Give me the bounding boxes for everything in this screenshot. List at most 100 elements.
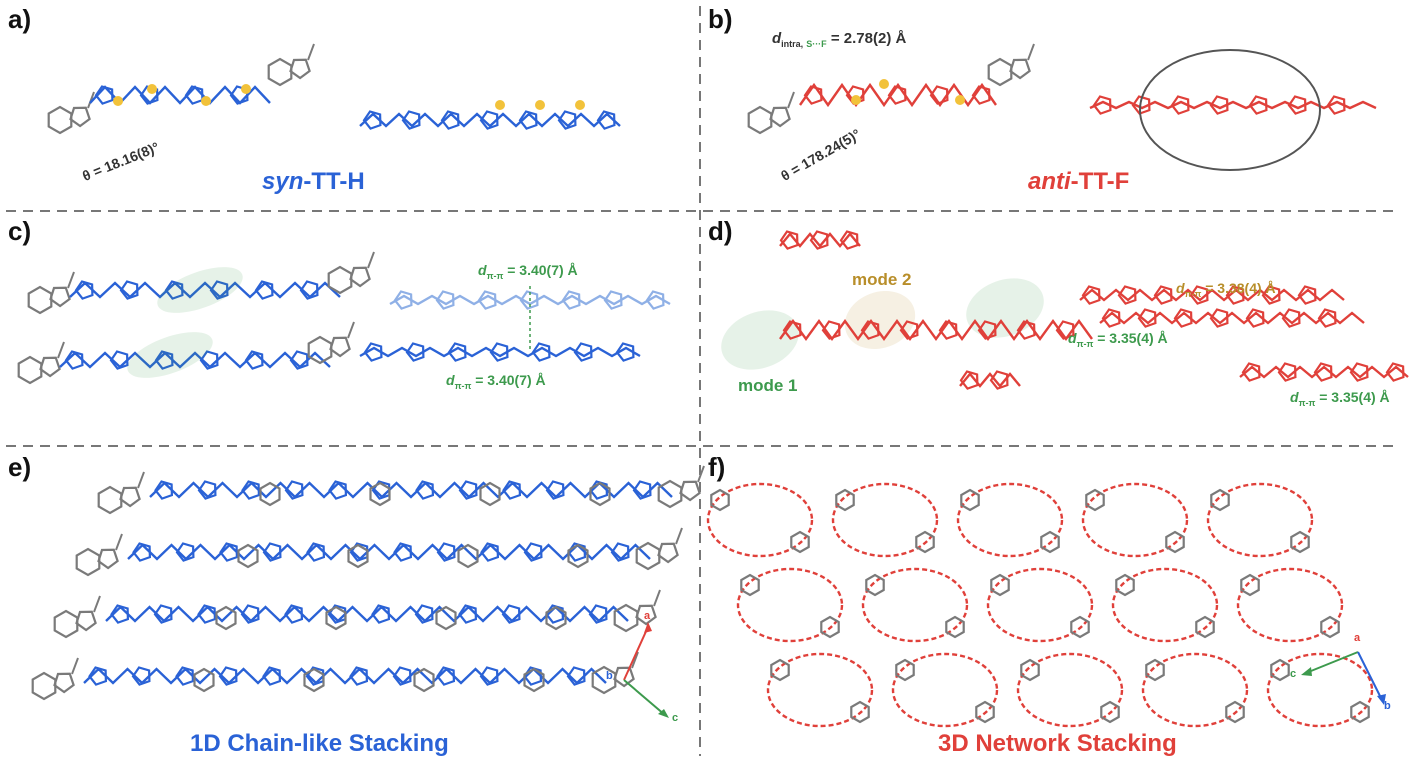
panel-c-top-chain [69, 281, 341, 299]
panel-e-row-0-chain-ring-4 [197, 480, 217, 500]
panel-f-loop-1-0 [736, 567, 844, 643]
panel-a-side-view-ring-16 [557, 110, 577, 130]
panel-e-row-2-end-left-ring [53, 609, 79, 639]
panel-e-row-0-chain-ring-13 [328, 480, 348, 500]
panel-c-bottom-end-left-pentagon [39, 356, 61, 378]
panel-b-end-left-pentagon [769, 106, 791, 128]
panel-d-arm-bottom [959, 372, 1021, 388]
panel-label-f: f) [708, 452, 726, 482]
panel-f-loop-0-1 [831, 482, 939, 558]
panel-e-row-0-end-left-ring [97, 485, 123, 515]
panel-f-core-b-0-4 [1290, 530, 1310, 554]
panel-a-end-left-pentagon [69, 106, 91, 128]
panel-b-backbone-ring-7 [887, 85, 907, 105]
panel-b-end-left-ring [747, 105, 773, 135]
panel-a-side-view-ring-4 [401, 110, 421, 130]
panel-e-row-0-chain-ring-7 [241, 480, 261, 500]
panel-e-row-1-end-left-pentagon [97, 548, 119, 570]
panel-e-row-2-core-0 [215, 605, 237, 631]
panel-e-row-0-chain-ring-25 [502, 480, 522, 500]
panel-b-backbone-ring-13 [971, 85, 991, 105]
panel-f-core-a-2-0 [770, 658, 790, 682]
panel-e-row-3-chain-ring-34 [566, 666, 586, 686]
panel-a-backbone-ring-7 [184, 85, 204, 105]
panel-f-loop-1-3 [1111, 567, 1219, 643]
panel-d-main-chain [779, 318, 1093, 342]
panel-f-core-a-1-1 [865, 573, 885, 597]
panel-d-stack-bottom-ring-10 [1349, 362, 1369, 382]
panel-c-bottom-end-left-bond [57, 341, 65, 359]
panel-f-core-a-1-0 [740, 573, 760, 597]
panel-c-glow-top [157, 267, 243, 313]
panel-c-bottom-chain-ring-16 [289, 350, 309, 370]
axis-triad-f [1301, 651, 1386, 705]
panel-c-top-end-right-ring [327, 265, 353, 295]
panel-e-row-3-core-2 [413, 667, 435, 693]
panel-c-top-end-left-pentagon [49, 286, 71, 308]
panel-a-side-view-ring-1 [362, 110, 382, 130]
panel-a-sulfur-1 [147, 84, 157, 94]
pi-pi-distance-gold: dπ-π = 3.38(4) Å [1176, 280, 1276, 299]
mode-1-label: mode 1 [738, 376, 798, 395]
panel-c-pair-upper-ring-13 [561, 290, 581, 310]
panel-f-loop-0-0 [706, 482, 814, 558]
panel-e-row-1-chain-ring-22 [436, 542, 456, 562]
panel-a-side-view [359, 112, 621, 128]
panel-f-core-b-2-4 [1350, 700, 1370, 724]
panel-f-core-a-2-2 [1020, 658, 1040, 682]
panel-f-core-b-0-2 [1040, 530, 1060, 554]
panel-f-core-b-0-1 [915, 530, 935, 554]
panel-c-bottom-end-right-bond [347, 321, 355, 339]
panel-e-row-2-core-1 [325, 605, 347, 631]
panel-e-row-2-chain-ring-1 [110, 604, 130, 624]
panel-f-core-b-0-3 [1165, 530, 1185, 554]
panel-e-row-0-core-2 [479, 481, 501, 507]
panel-c-top-end-right-pentagon [349, 266, 371, 288]
panel-f-core-b-2-1 [975, 700, 995, 724]
panel-c-pair-lower-ring-4 [405, 342, 425, 362]
panel-f-loop-2-3 [1141, 652, 1249, 728]
panel-e-row-1-end-left-bond [115, 533, 123, 551]
panel-e-row-1-end-right-pentagon [657, 542, 679, 564]
panel-e-row-3-chain-ring-4 [131, 666, 151, 686]
panel-f-loop-0-4 [1206, 482, 1314, 558]
panel-c-top-chain-ring-4 [119, 280, 139, 300]
molecule-layer [17, 43, 1409, 728]
panel-e-row-1-end-left-ring [75, 547, 101, 577]
panel-c-top-chain-ring-10 [209, 280, 229, 300]
panel-d-stack-bottom-ring-7 [1313, 362, 1333, 382]
panel-e-row-3-end-left-pentagon [53, 672, 75, 694]
panel-d-arm-bottom-ring-1 [959, 370, 979, 390]
pi-pi-distance-green-2: dπ-π = 3.35(4) Å [1290, 389, 1390, 408]
pi-pi-distance-green-1: dπ-π = 3.35(4) Å [1068, 330, 1168, 349]
panel-b-end-right-bond [1027, 43, 1035, 61]
panel-f-loop-0-2 [956, 482, 1064, 558]
panel-c-glow-bottom [127, 332, 213, 378]
panel-d-main-chain-ring-19 [1016, 320, 1036, 340]
panel-e-row-1-core-1 [347, 543, 369, 569]
panel-e-row-2-chain-ring-28 [501, 604, 521, 624]
mode-2-label: mode 2 [852, 270, 912, 289]
panel-e-row-3-core-1 [303, 667, 325, 693]
panel-f-loop-2-2 [1016, 652, 1124, 728]
panel-f-core-a-0-0 [710, 488, 730, 512]
panel-c-pair-lower-ring-7 [447, 342, 467, 362]
panel-e-row-2-end-left-pentagon [75, 610, 97, 632]
panel-label-d: d) [708, 216, 733, 246]
panel-d-stack-top-ring-10 [1189, 285, 1209, 305]
panel-e-row-3-chain-ring-19 [349, 666, 369, 686]
panel-f-loop-2-1 [891, 652, 999, 728]
panel-f-core-a-0-1 [835, 488, 855, 512]
panel-c-top-chain-ring-1 [74, 280, 94, 300]
panel-e-row-3-core-3 [523, 667, 545, 693]
panel-label-e: e) [8, 452, 32, 482]
panel-label-b: b) [708, 4, 733, 34]
panel-e-row-3-chain-ring-25 [436, 666, 456, 686]
panel-e-row-3-chain-ring-1 [88, 666, 108, 686]
pi-pi-distance-bottom: dπ-π = 3.40(7) Å [446, 372, 546, 391]
panel-e-row-1-chain-ring-7 [219, 542, 239, 562]
panel-f-core-a-1-4 [1240, 573, 1260, 597]
panel-f-core-b-2-0 [850, 700, 870, 724]
